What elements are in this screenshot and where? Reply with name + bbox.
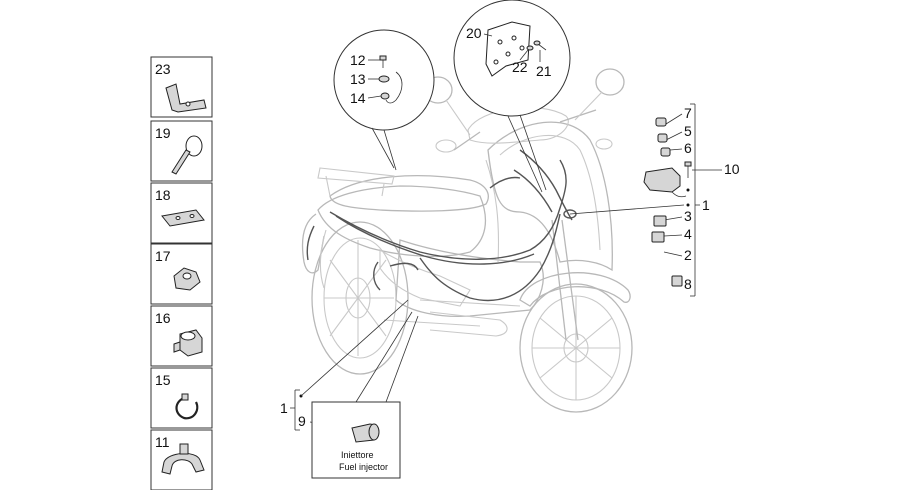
switch-unit-icon <box>643 167 687 198</box>
callout-6: 6 <box>684 140 692 156</box>
part-number-18: 18 <box>155 187 171 203</box>
injector-group: 1 9 Iniettore Fuel injector <box>280 299 419 479</box>
side-parts-column: 23 19 18 17 <box>150 56 213 490</box>
wiring-harness <box>306 149 577 302</box>
callout-4: 4 <box>684 226 692 242</box>
callout-22: 22 <box>512 59 528 75</box>
bolt-icon <box>533 40 547 51</box>
screw-icon <box>684 161 692 178</box>
nut-icon <box>380 92 390 100</box>
part-number-19: 19 <box>155 125 171 141</box>
plate-icon <box>161 209 205 227</box>
relay-icon <box>651 231 665 243</box>
detail-circle-bracket: 20 22 21 <box>453 0 571 193</box>
part-box-19: 19 <box>150 120 213 182</box>
callout-5: 5 <box>684 123 692 139</box>
callout-8: 8 <box>684 276 692 292</box>
hose-clamp-icon <box>175 393 199 420</box>
clamp-icon <box>161 443 205 475</box>
callout-9: 9 <box>298 413 306 429</box>
part-number-11: 11 <box>155 434 170 450</box>
callout-21: 21 <box>536 63 552 79</box>
connector-icon <box>657 133 668 143</box>
bracket-icon <box>165 83 207 113</box>
callout-2: 2 <box>684 247 692 263</box>
connector-icon <box>655 117 667 127</box>
callout-12: 12 <box>350 52 366 68</box>
part-box-23: 23 <box>150 56 213 118</box>
right-parts-group: 1 7 5 6 10 3 4 2 8 <box>569 103 740 297</box>
injector-label-en: Fuel injector <box>339 462 388 472</box>
part-box-16: 16 <box>150 305 213 367</box>
part-box-11: 11 <box>150 429 213 490</box>
callout-14: 14 <box>350 90 366 106</box>
fuel-injector-connector-icon <box>351 423 380 443</box>
mounting-plate-icon <box>485 21 531 77</box>
callout-10: 10 <box>724 161 740 177</box>
washer-icon <box>526 45 534 51</box>
clip-nut-icon <box>173 267 201 291</box>
part-box-18: 18 <box>150 182 213 244</box>
callout-1-left: 1 <box>280 400 288 416</box>
callout-20: 20 <box>466 25 482 41</box>
part-box-17: 17 <box>150 243 213 305</box>
part-number-17: 17 <box>155 248 171 264</box>
part-box-15: 15 <box>150 367 213 429</box>
detail-circle-screws: 12 13 14 <box>333 29 435 171</box>
cable-tie-icon <box>171 135 203 175</box>
connector-icon <box>660 147 671 157</box>
relay-icon <box>653 215 667 227</box>
callout-3: 3 <box>684 208 692 224</box>
callout-13: 13 <box>350 71 366 87</box>
part-number-15: 15 <box>155 372 171 388</box>
screw-icon <box>379 55 387 68</box>
injector-label-it: Iniettore <box>341 450 374 460</box>
connector-icon <box>671 275 683 287</box>
washer-icon <box>378 75 390 83</box>
scooter-illustration <box>301 68 633 413</box>
callout-7: 7 <box>684 105 692 121</box>
relay-icon <box>173 329 203 357</box>
part-number-23: 23 <box>155 61 171 77</box>
part-number-16: 16 <box>155 310 171 326</box>
callout-1-right: 1 <box>702 197 710 213</box>
